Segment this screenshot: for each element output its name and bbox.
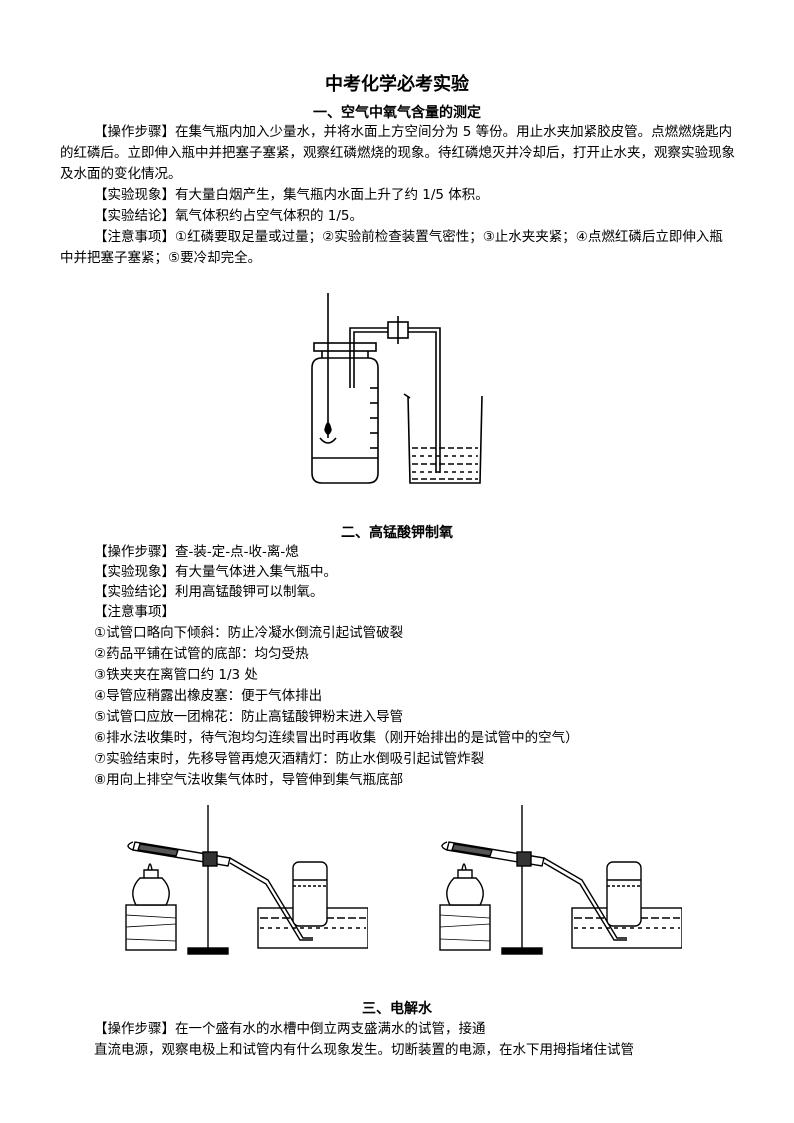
section1-steps: 【操作步骤】在集气瓶内加入少量水，并将水面上方空间分为 5 等份。用止水夹加紧胶…	[60, 124, 735, 182]
section2-note: ①试管口略向下倾斜：防止冷凝水倒流引起试管破裂	[94, 625, 404, 641]
kmno4-apparatus-figure-right	[432, 800, 682, 960]
section3-steps-line2: 直流电源，观察电极上和试管内有什么现象发生。切断装置的电源，在水下用拇指堵住试管	[94, 1042, 634, 1058]
section1-conclusion: 【实验结论】氧气体积约占空气体积的 1/5。	[94, 208, 364, 224]
section1-notes: 【注意事项】①红磷要取足量或过量；②实验前检查装置气密性；③止水夹夹紧；④点燃红…	[60, 229, 723, 266]
section1-phenomenon: 【实验现象】有大量白烟产生，集气瓶内水面上升了约 1/5 体积。	[94, 187, 489, 203]
section3-steps-line1: 【操作步骤】在一个盛有水的水槽中倒立两支盛满水的试管，接通	[94, 1021, 486, 1037]
section2-note: ②药品平铺在试管的底部：均匀受热	[94, 646, 309, 662]
oxygen-content-apparatus-figure	[290, 288, 500, 493]
section2-heading: 二、高锰酸钾制氧	[341, 525, 453, 541]
section3-heading: 三、电解水	[362, 1001, 432, 1017]
section2-note: ③铁夹夹在离管口约 1/3 处	[94, 667, 258, 683]
section1-heading: 一、空气中氧气含量的测定	[313, 105, 481, 121]
section2-phenomenon: 【实验现象】有大量气体进入集气瓶中。	[94, 564, 337, 580]
section2-conclusion: 【实验结论】利用高锰酸钾可以制氧。	[94, 584, 324, 600]
kmno4-apparatus-figure-left	[118, 800, 368, 960]
section2-note: ⑧用向上排空气法收集气体时，导管伸到集气瓶底部	[94, 772, 404, 788]
section2-note: ⑦实验结束时，先移导管再熄灭酒精灯：防止水倒吸引起试管炸裂	[94, 751, 485, 767]
section2-note: ④导管应稍露出橡皮塞：便于气体排出	[94, 688, 323, 704]
section2-note: ⑤试管口应放一团棉花：防止高锰酸钾粉末进入导管	[94, 709, 404, 725]
section2-notes-label: 【注意事项】	[94, 604, 175, 620]
document-title: 中考化学必考实验	[325, 74, 469, 95]
section2-note: ⑥排水法收集时，待气泡均匀连续冒出时再收集（刚开始排出的是试管中的空气）	[94, 730, 579, 746]
section2-steps: 【操作步骤】查-装-定-点-收-离-熄	[94, 544, 299, 560]
